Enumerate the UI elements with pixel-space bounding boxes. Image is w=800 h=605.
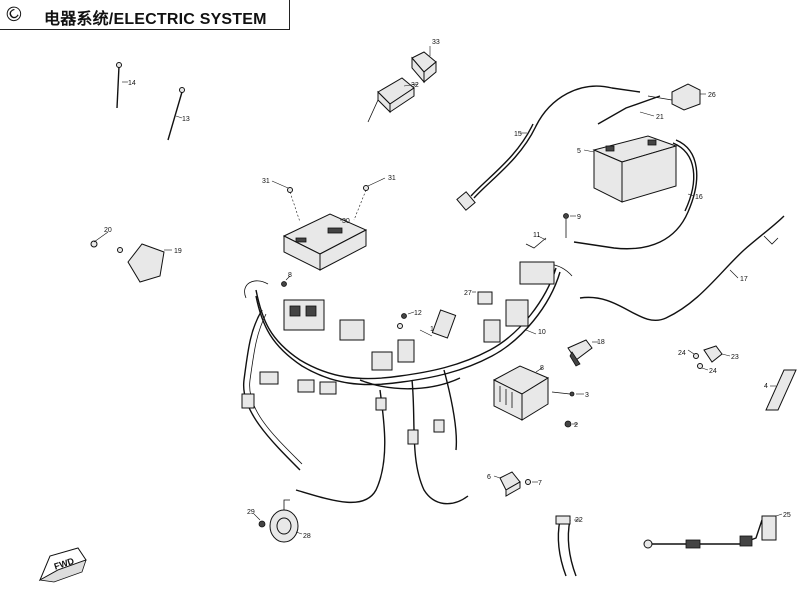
part-32-module — [367, 77, 419, 123]
part-6-clip — [493, 471, 538, 497]
callout-31-left: 31 — [262, 178, 270, 185]
part-14-cable-tie — [116, 62, 128, 109]
callout-33: 33 — [432, 39, 440, 46]
part-11-clip — [525, 235, 547, 249]
callout-labels: 33 32 14 13 26 21 15 5 16 9 31 31 30 20 … — [104, 39, 791, 540]
part-4-strap — [765, 369, 797, 411]
callout-31-right: 31 — [388, 175, 396, 182]
callout-19: 19 — [174, 248, 182, 255]
callout-27: 27 — [464, 290, 472, 297]
part-9-bolt — [563, 213, 576, 238]
part-23-sensor — [687, 345, 731, 371]
title-box: © 电器系统/ELECTRIC SYSTEM — [0, 0, 290, 30]
callout-30: 30 — [342, 218, 350, 225]
part-12-bolt — [397, 311, 415, 329]
callout-4: 4 — [764, 383, 768, 390]
callout-10: 10 — [538, 329, 546, 336]
part-22-boot — [555, 515, 580, 577]
callout-21: 21 — [656, 114, 664, 121]
callout-29: 29 — [247, 509, 255, 516]
callout-13: 13 — [182, 116, 190, 123]
part-8-bolt-left — [281, 275, 291, 287]
callout-17: 17 — [740, 276, 748, 283]
callout-28: 28 — [303, 533, 311, 540]
callout-20: 20 — [104, 227, 112, 234]
part-19-sensor — [90, 231, 172, 283]
callout-7: 7 — [538, 480, 542, 487]
part-21-lead — [597, 95, 661, 125]
part-33-relay — [411, 46, 437, 84]
callout-26: 26 — [708, 92, 716, 99]
part-16-ground-cable — [573, 139, 698, 250]
callout-12: 12 — [414, 310, 422, 317]
callout-3: 3 — [585, 392, 589, 399]
callout-32: 32 — [411, 82, 419, 89]
callout-18: 18 — [597, 339, 605, 346]
callout-14: 14 — [128, 80, 136, 87]
callout-8-right: 8 — [540, 365, 544, 372]
page-title: 电器系统/ELECTRIC SYSTEM — [44, 11, 267, 28]
fwd-direction-badge: FWD — [38, 547, 87, 583]
part-27-relay — [472, 291, 493, 305]
part-13-bolt — [167, 87, 185, 141]
part-15-battery-cable — [456, 85, 641, 211]
callout-25: 25 — [783, 512, 791, 519]
callout-23: 23 — [731, 354, 739, 361]
callout-6: 6 — [487, 474, 491, 481]
part-1-main-harness — [241, 261, 573, 505]
callout-9: 9 — [577, 214, 581, 221]
part-rectifier — [492, 365, 584, 428]
part-25-ground-lead — [643, 513, 783, 549]
callout-22: 22 — [575, 517, 583, 524]
callout-11: 11 — [533, 232, 540, 239]
callout-2: 2 — [574, 422, 578, 429]
callout-1: 1 — [430, 326, 434, 333]
callout-24-bottom: 24 — [709, 368, 717, 375]
part-30-ecu — [271, 177, 386, 271]
callout-24-top: 24 — [678, 350, 686, 357]
part-5-battery — [583, 135, 678, 203]
callout-16: 16 — [695, 194, 703, 201]
callout-8-left: 8 — [288, 272, 292, 279]
part-26-terminal-cover — [647, 83, 706, 111]
part-28-horn — [253, 499, 303, 543]
callout-5: 5 — [577, 148, 581, 155]
callout-15: 15 — [514, 131, 522, 138]
part-18-bracket — [567, 339, 598, 367]
part-17-long-wire — [579, 215, 785, 321]
